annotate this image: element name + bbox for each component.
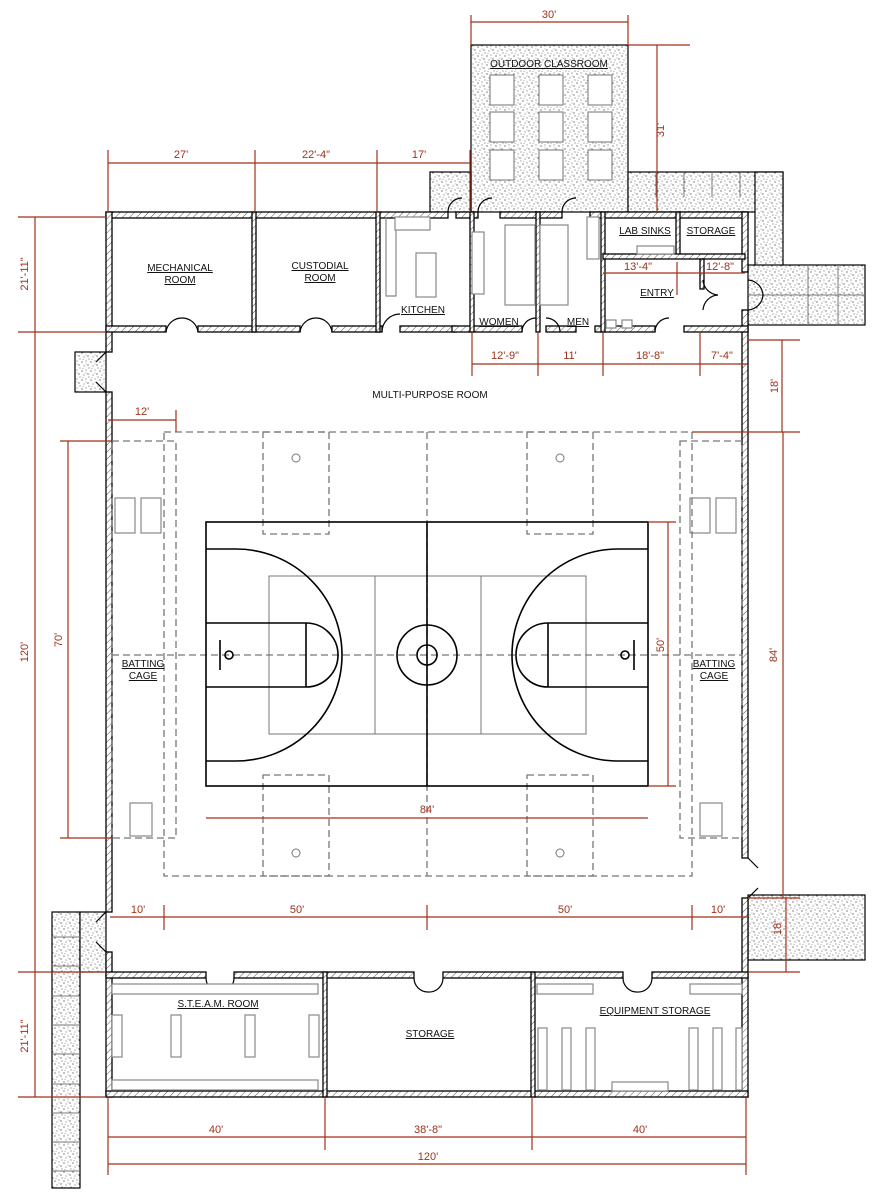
label-equipment-storage: EQUIPMENT STORAGE	[600, 1006, 711, 1017]
dim-court-side: 84'	[768, 648, 780, 662]
label-storage-top: STORAGE	[687, 226, 736, 237]
label-batting-left-2: CAGE	[129, 671, 158, 682]
dim-bay-10b: 10'	[711, 904, 725, 916]
dim-equip-width: 40'	[633, 1124, 647, 1136]
dim-court-length: 84'	[420, 804, 434, 816]
dim-overall-depth: 120'	[19, 642, 31, 662]
dim-vestibule-width: 7'-4"	[711, 350, 733, 362]
dim-kitchen-width: 17'	[412, 149, 426, 161]
dim-top-depth: 21'-11"	[19, 257, 31, 290]
label-entry: ENTRY	[640, 288, 674, 299]
label-batting-right-2: CAGE	[700, 671, 729, 682]
label-outdoor-classroom: OUTDOOR CLASSROOM	[490, 59, 608, 70]
label-multi-purpose: MULTI-PURPOSE ROOM	[372, 390, 487, 401]
dim-court-width: 50'	[655, 638, 667, 652]
dim-entry-a: 13'-4"	[624, 261, 652, 273]
dim-cust-width: 22'-4"	[302, 149, 330, 161]
label-kitchen: KITCHEN	[401, 305, 445, 316]
dim-mech-width: 27'	[174, 149, 188, 161]
label-lab-sinks: LAB SINKS	[619, 226, 671, 237]
room-labels: OUTDOOR CLASSROOM MECHANICAL ROOM CUSTOD…	[122, 59, 736, 1040]
label-batting-left-1: BATTING	[122, 659, 165, 670]
dim-steam-width: 40'	[209, 1124, 223, 1136]
basketball-court	[111, 431, 743, 877]
label-steam-room: S.T.E.A.M. ROOM	[177, 999, 258, 1010]
label-men: MEN	[567, 317, 589, 328]
dim-bay-10a: 10'	[131, 904, 145, 916]
label-custodial-2: ROOM	[304, 273, 335, 284]
dim-bottom-depth: 21'-11"	[19, 1019, 31, 1052]
dim-classroom-width: 30'	[542, 9, 556, 21]
dimension-labels: 30' 31' 27' 22'-4" 17' 21'-11" 120' 70' …	[19, 9, 784, 1163]
outdoor-classroom-tables	[489, 74, 613, 181]
label-mechanical-1: MECHANICAL	[147, 263, 213, 274]
dim-women-width: 12'-9"	[491, 350, 519, 362]
dim-north-band: 18'	[769, 379, 781, 393]
label-custodial-1: CUSTODIAL	[291, 261, 348, 272]
dim-storage-width: 38'-8"	[414, 1124, 442, 1136]
dim-entry-width: 18'-8"	[636, 350, 664, 362]
label-mechanical-2: ROOM	[164, 275, 195, 286]
dim-cage-offset: 12'	[135, 406, 149, 418]
label-women: WOMEN	[479, 317, 518, 328]
dim-bay-50b: 50'	[558, 904, 572, 916]
walls	[105, 211, 749, 1098]
dim-classroom-depth: 31'	[655, 123, 667, 137]
dim-cage-length: 70'	[53, 633, 65, 647]
dim-entry-b: 12'-8"	[706, 261, 734, 273]
label-storage-bottom: STORAGE	[406, 1029, 455, 1040]
dim-bay-50a: 50'	[290, 904, 304, 916]
dim-overall-width: 120'	[418, 1151, 438, 1163]
exterior-paving	[51, 44, 866, 1189]
doors	[95, 197, 764, 993]
fixtures	[111, 216, 743, 1092]
label-batting-right-1: BATTING	[693, 659, 736, 670]
dimension-lines	[18, 15, 800, 1175]
dim-men-width: 11'	[563, 350, 577, 362]
dim-south-band: 18'	[772, 921, 784, 935]
